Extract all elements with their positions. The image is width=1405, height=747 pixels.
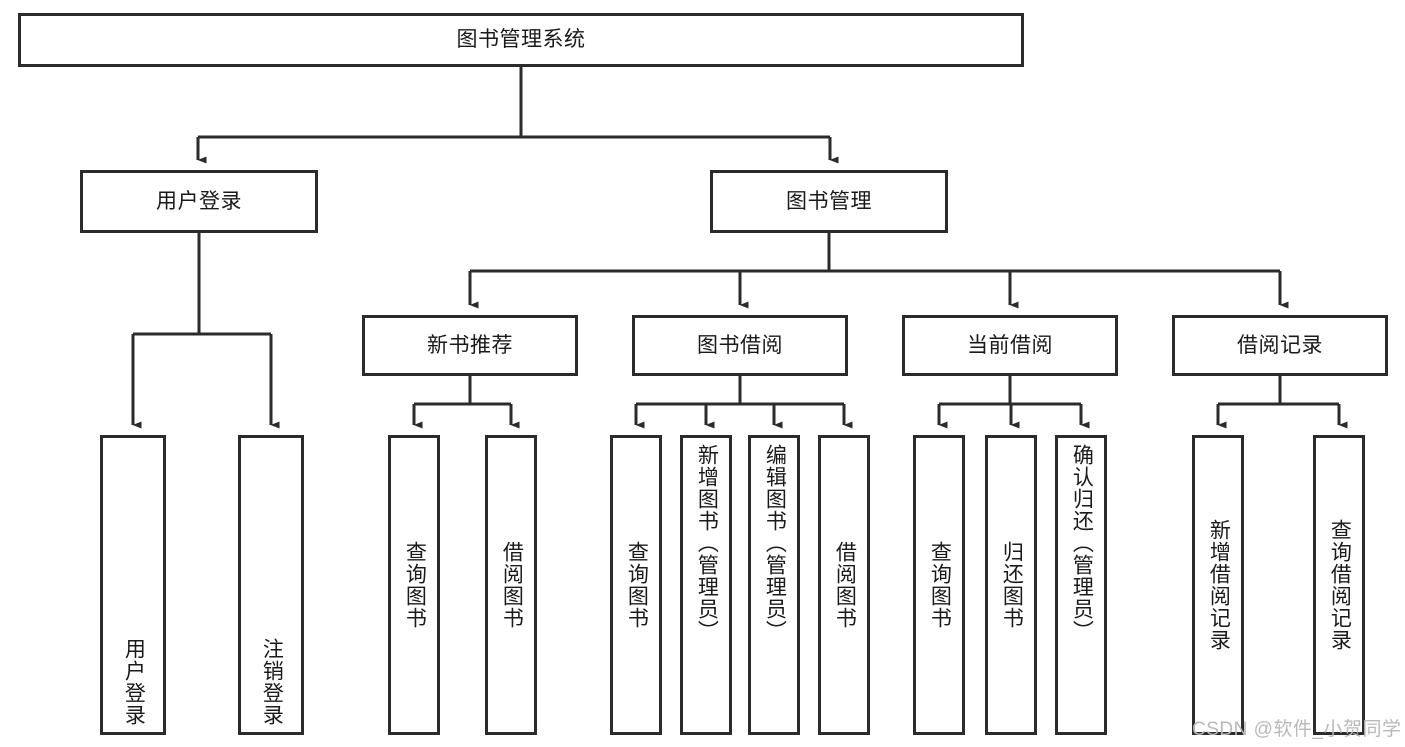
node-leaf-query-book-1-label: 查询图书: [403, 541, 427, 629]
node-leaf-logout-login[interactable]: 注销登录: [238, 435, 304, 735]
node-root[interactable]: 图书管理系统: [18, 13, 1024, 67]
node-book-management-label: 图书管理: [786, 189, 872, 213]
node-leaf-add-book-admin-label: 新增图书（管理员）: [695, 444, 719, 642]
connector-root-to-level2: [196, 67, 839, 164]
node-leaf-return-book-label: 归还图书: [1000, 541, 1024, 629]
node-leaf-query-borrow-record-label: 查询借阅记录: [1328, 519, 1352, 651]
node-leaf-query-book-2-label: 查询图书: [625, 541, 649, 629]
connector-userlogin-to-leaves: [131, 233, 280, 429]
connector-bookmgmt-to-level3: [468, 233, 1289, 309]
node-leaf-query-book-3[interactable]: 查询图书: [913, 435, 965, 735]
node-leaf-add-borrow-record[interactable]: 新增借阅记录: [1192, 435, 1244, 735]
node-root-label: 图书管理系统: [456, 28, 586, 52]
node-leaf-user-login-label: 用户登录: [122, 638, 146, 726]
node-leaf-query-book-3-label: 查询图书: [928, 541, 952, 629]
node-leaf-return-book[interactable]: 归还图书: [985, 435, 1037, 735]
node-leaf-confirm-return-admin[interactable]: 确认归还（管理员）: [1055, 435, 1107, 735]
node-leaf-query-book-1[interactable]: 查询图书: [388, 435, 440, 735]
node-user-login[interactable]: 用户登录: [80, 170, 318, 233]
node-new-book-recommend[interactable]: 新书推荐: [362, 315, 578, 376]
node-leaf-add-borrow-record-label: 新增借阅记录: [1207, 519, 1231, 651]
node-borrow-record-label: 借阅记录: [1237, 333, 1323, 357]
node-user-login-label: 用户登录: [156, 189, 242, 213]
connector-bookborrow-to-leaves: [634, 376, 853, 429]
node-leaf-logout-login-label: 注销登录: [260, 638, 284, 726]
node-borrow-record[interactable]: 借阅记录: [1172, 315, 1388, 376]
node-leaf-edit-book-admin-label: 编辑图书（管理员）: [763, 444, 787, 642]
node-leaf-borrow-book-1[interactable]: 借阅图书: [485, 435, 537, 735]
node-book-borrow-label: 图书借阅: [697, 333, 783, 357]
node-book-management[interactable]: 图书管理: [710, 170, 948, 233]
connector-currentborrow-to-leaves: [937, 376, 1090, 429]
node-leaf-add-book-admin[interactable]: 新增图书（管理员）: [680, 435, 732, 735]
node-leaf-confirm-return-admin-label: 确认归还（管理员）: [1070, 444, 1094, 642]
node-leaf-query-book-2[interactable]: 查询图书: [610, 435, 662, 735]
node-leaf-borrow-book-2-label: 借阅图书: [833, 541, 857, 629]
node-leaf-user-login[interactable]: 用户登录: [100, 435, 166, 735]
node-new-book-recommend-label: 新书推荐: [427, 333, 513, 357]
node-current-borrow[interactable]: 当前借阅: [902, 315, 1118, 376]
connector-borrowrecord-to-leaves: [1216, 376, 1348, 429]
node-book-borrow[interactable]: 图书借阅: [632, 315, 848, 376]
node-leaf-edit-book-admin[interactable]: 编辑图书（管理员）: [748, 435, 800, 735]
node-leaf-borrow-book-1-label: 借阅图书: [500, 541, 524, 629]
watermark-text: CSDN @软件_小贺同学: [1192, 719, 1402, 740]
connector-newbook-to-leaves: [412, 376, 520, 429]
node-leaf-query-borrow-record[interactable]: 查询借阅记录: [1313, 435, 1365, 735]
node-current-borrow-label: 当前借阅: [967, 333, 1053, 357]
node-leaf-borrow-book-2[interactable]: 借阅图书: [818, 435, 870, 735]
